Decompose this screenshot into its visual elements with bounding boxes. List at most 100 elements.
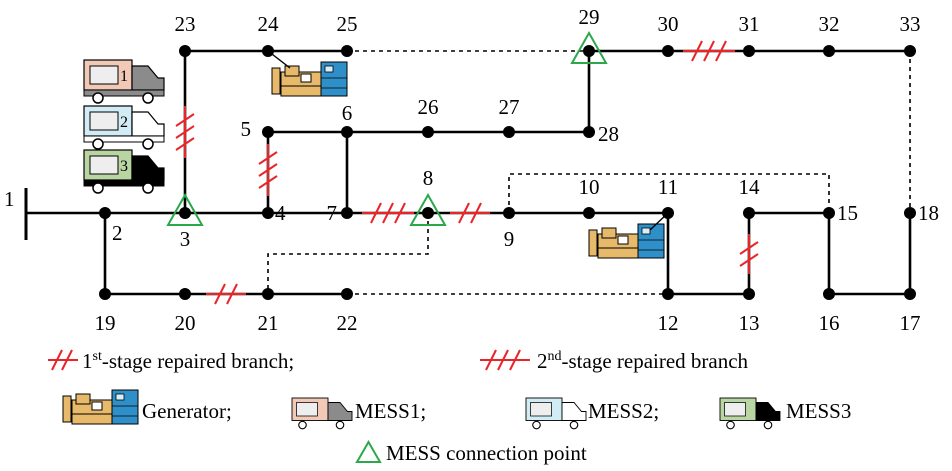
node-7 (341, 207, 353, 219)
node-14 (743, 207, 755, 219)
legend-connection-point-icon (355, 439, 382, 463)
node-20 (179, 288, 191, 300)
node-label-23: 23 (175, 12, 196, 36)
node-11 (662, 207, 674, 219)
legend-generator-label: Generator; (142, 399, 232, 423)
legend-first-stage-symbol (48, 349, 78, 371)
repair-4-5 (258, 144, 278, 196)
node-label-31: 31 (739, 12, 760, 36)
node-27 (503, 126, 515, 138)
mess2-truck-icon: 2 (83, 105, 165, 150)
branch-tie-1 (267, 213, 429, 294)
node-label-27: 27 (499, 95, 520, 119)
mess-connection-point-29 (570, 30, 608, 64)
node-label-1: 1 (4, 187, 15, 211)
legend-mess1-icon (291, 397, 353, 430)
node-label-25: 25 (337, 12, 358, 36)
node-16 (823, 288, 835, 300)
legend-mess2-label: MESS2; (588, 399, 659, 423)
mess1-badge: 1 (120, 68, 128, 85)
node-8 (422, 207, 434, 219)
node-10 (583, 207, 595, 219)
node-label-2: 2 (112, 221, 123, 245)
node-label-5: 5 (241, 117, 252, 141)
node-label-10: 10 (579, 175, 600, 199)
node-label-20: 20 (175, 311, 196, 335)
node-26 (422, 126, 434, 138)
node-12 (662, 288, 674, 300)
branch-solid-7 (666, 211, 912, 296)
branch-tie-3 (508, 173, 830, 213)
node-label-4: 4 (275, 201, 286, 225)
node-22 (341, 288, 353, 300)
node-24 (262, 45, 274, 57)
node-33 (904, 45, 916, 57)
node-label-17: 17 (900, 311, 921, 335)
node-label-32: 32 (819, 12, 840, 36)
legend: 1st-stage repaired branch; 2nd-stage rep… (48, 349, 851, 465)
repair-markers (175, 40, 759, 305)
generator-icon-node11 (588, 223, 665, 259)
node-23 (179, 45, 191, 57)
nodes (99, 45, 916, 300)
node-label-33: 33 (900, 12, 921, 36)
node-label-24: 24 (258, 12, 280, 36)
node-9 (503, 207, 515, 219)
node-28 (583, 126, 595, 138)
branch-solid-2 (103, 213, 347, 296)
node-label-11: 11 (658, 175, 678, 199)
branch-solid-6 (587, 49, 910, 132)
node-label-3: 3 (180, 227, 191, 251)
node-label-22: 22 (337, 311, 358, 335)
node-label-12: 12 (658, 311, 679, 335)
legend-mess2-icon (525, 397, 587, 430)
legend-generator-icon (62, 389, 139, 425)
node-label-28: 28 (598, 122, 619, 146)
node-4 (262, 207, 274, 219)
node-19 (99, 288, 111, 300)
mess3-badge: 3 (120, 158, 128, 175)
node-label-29: 29 (579, 5, 600, 29)
repair-30-31 (683, 40, 735, 62)
node-label-18: 18 (918, 201, 939, 225)
node-label-13: 13 (739, 311, 760, 335)
node-label-30: 30 (658, 12, 679, 36)
repair-20-21 (206, 283, 246, 305)
node-label-14: 14 (739, 175, 761, 199)
node-18 (904, 207, 916, 219)
repair-13-14 (739, 234, 759, 274)
node-label-19: 19 (95, 311, 116, 335)
node-2 (99, 207, 111, 219)
node-6 (341, 126, 353, 138)
mess-connection-point-8 (409, 192, 447, 226)
node-32 (823, 45, 835, 57)
repair-3-23 (175, 106, 195, 158)
legend-mess1-label: MESS1; (355, 399, 426, 423)
node-label-16: 16 (819, 311, 840, 335)
node-label-6: 6 (342, 101, 353, 125)
mess-connection-point-3 (166, 192, 204, 226)
repair-7-8 (362, 202, 414, 224)
node-13 (743, 288, 755, 300)
node-29 (583, 45, 595, 57)
node-17 (904, 288, 916, 300)
node-label-9: 9 (504, 227, 515, 251)
node-label-21: 21 (258, 311, 279, 335)
mess2-badge: 2 (120, 114, 128, 131)
repair-8-9 (450, 202, 490, 224)
node-label-26: 26 (418, 95, 439, 119)
legend-mess3-label: MESS3 (786, 399, 851, 423)
node-5 (262, 126, 274, 138)
generator-icon-node24 (271, 61, 348, 97)
node-21 (262, 288, 274, 300)
mess1-truck-icon: 1 (83, 59, 165, 104)
legend-second-stage-symbol (480, 349, 530, 371)
node-label-15: 15 (837, 201, 858, 225)
node-3 (179, 207, 191, 219)
node-label-7: 7 (327, 201, 338, 225)
mess-connection-points (166, 30, 608, 226)
legend-first-stage-label: 1st-stage repaired branch; (82, 349, 294, 373)
